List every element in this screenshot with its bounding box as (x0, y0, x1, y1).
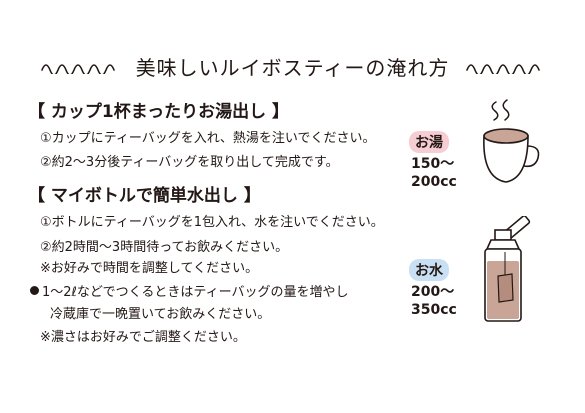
hot-section-heading: 【 カップ1杯まったりお湯出し 】 (28, 102, 289, 122)
cold-note-2: ※濃さはお好みでご調整ください。 (40, 330, 246, 345)
wave-decoration-icon (41, 63, 116, 74)
cold-step-1: ①ボトルにティーバッグを1包入れ、水を注いでください。 (40, 215, 384, 230)
cold-tip-line-2: 冷蔵庫で一晩置いてお飲みください。 (50, 307, 271, 322)
cold-note-1: ※お好みで時間を調整してください。 (40, 261, 259, 276)
cold-step-2: ②約2時間～3時間待ってお飲みください。 (40, 240, 289, 255)
cold-section-heading: 【 マイボトルで簡単水出し 】 (28, 186, 261, 206)
page-title-row: 美味しいルイボスティーの淹れ方 (0, 52, 585, 81)
hot-amount-line2: 200cc (411, 174, 457, 190)
hot-water-badge: お湯 (409, 131, 449, 153)
bullet-dot-icon (30, 286, 39, 295)
water-bottle-icon (484, 216, 531, 322)
cold-amount-line1: 200～ (411, 284, 455, 300)
wave-decoration-icon (465, 63, 540, 74)
cold-tip-text: 1～2ℓなどでつくるときはティーバッグの量を増やし (42, 285, 349, 300)
cold-amount-line2: 350cc (411, 302, 457, 318)
hot-amount-line1: 150～ (411, 156, 455, 172)
cold-water-badge: お水 (409, 259, 449, 281)
cold-tip-line-1: 1～2ℓなどでつくるときはティーバッグの量を増やし (30, 281, 348, 300)
hot-step-2: ②約2～3分後ティーバッグを取り出して完成です。 (40, 155, 339, 170)
tea-cup-icon (483, 99, 540, 183)
page-title: 美味しいルイボスティーの淹れ方 (135, 56, 450, 80)
hot-step-1: ①カップにティーバッグを入れ、熱湯を注いでください。 (40, 131, 376, 146)
